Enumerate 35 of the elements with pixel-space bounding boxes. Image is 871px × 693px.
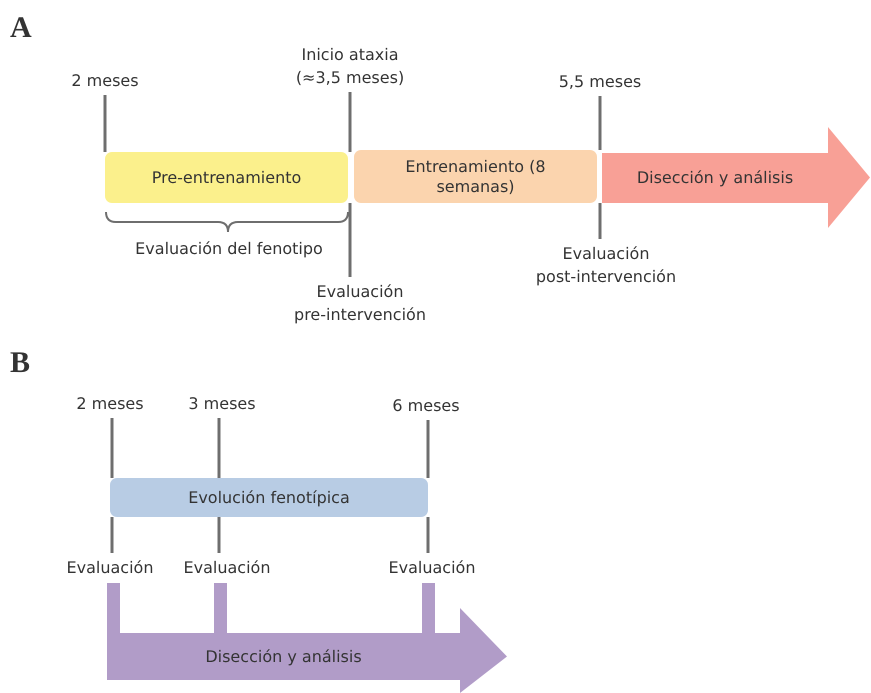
- timeline-tick: [426, 517, 430, 553]
- timeline-tick: [598, 203, 602, 239]
- phase-label: Entrenamiento (8 semanas): [404, 156, 547, 198]
- timeline-label: Evaluación: [377, 556, 487, 579]
- timeline-label: Evaluación: [55, 556, 165, 579]
- timeline-label: 2 meses: [60, 69, 150, 92]
- timeline-label: 3 meses: [177, 392, 267, 415]
- timeline-tick: [110, 418, 114, 478]
- timeline-label: Evaluación post-intervención: [516, 242, 696, 288]
- timeline-tick: [348, 92, 352, 152]
- phase-label: Disección y análisis: [204, 646, 363, 668]
- panel-letter: A: [10, 10, 32, 46]
- phase-arrow: [107, 583, 507, 693]
- phase-label: Disección y análisis: [636, 167, 794, 189]
- timeline-label: Evaluación: [172, 556, 282, 579]
- phase-arrow: [602, 127, 870, 228]
- timeline-label: Inicio ataxia (≈3,5 meses): [280, 43, 420, 89]
- phase-label: Evolución fenotípica: [187, 486, 351, 508]
- timeline-label: 5,5 meses: [550, 70, 650, 93]
- timeline-tick: [426, 420, 430, 478]
- timeline-tick: [348, 203, 352, 277]
- timeline-tick: [598, 96, 602, 150]
- timeline-tick: [218, 517, 220, 553]
- timeline-label: 6 meses: [381, 394, 471, 417]
- phase-box: [354, 150, 597, 203]
- panel-letter: B: [10, 345, 30, 381]
- timeline-tick: [218, 418, 220, 478]
- timeline-label: Evaluación pre-intervención: [275, 280, 445, 326]
- timeline-label: 2 meses: [65, 392, 155, 415]
- phase-box: [110, 478, 428, 517]
- bracket-label: Evaluación del fenotipo: [135, 238, 323, 260]
- timeline-tick: [104, 95, 106, 152]
- phase-label: Pre-entrenamiento: [150, 166, 302, 188]
- phase-box: [105, 152, 348, 203]
- timeline-tick: [110, 517, 114, 553]
